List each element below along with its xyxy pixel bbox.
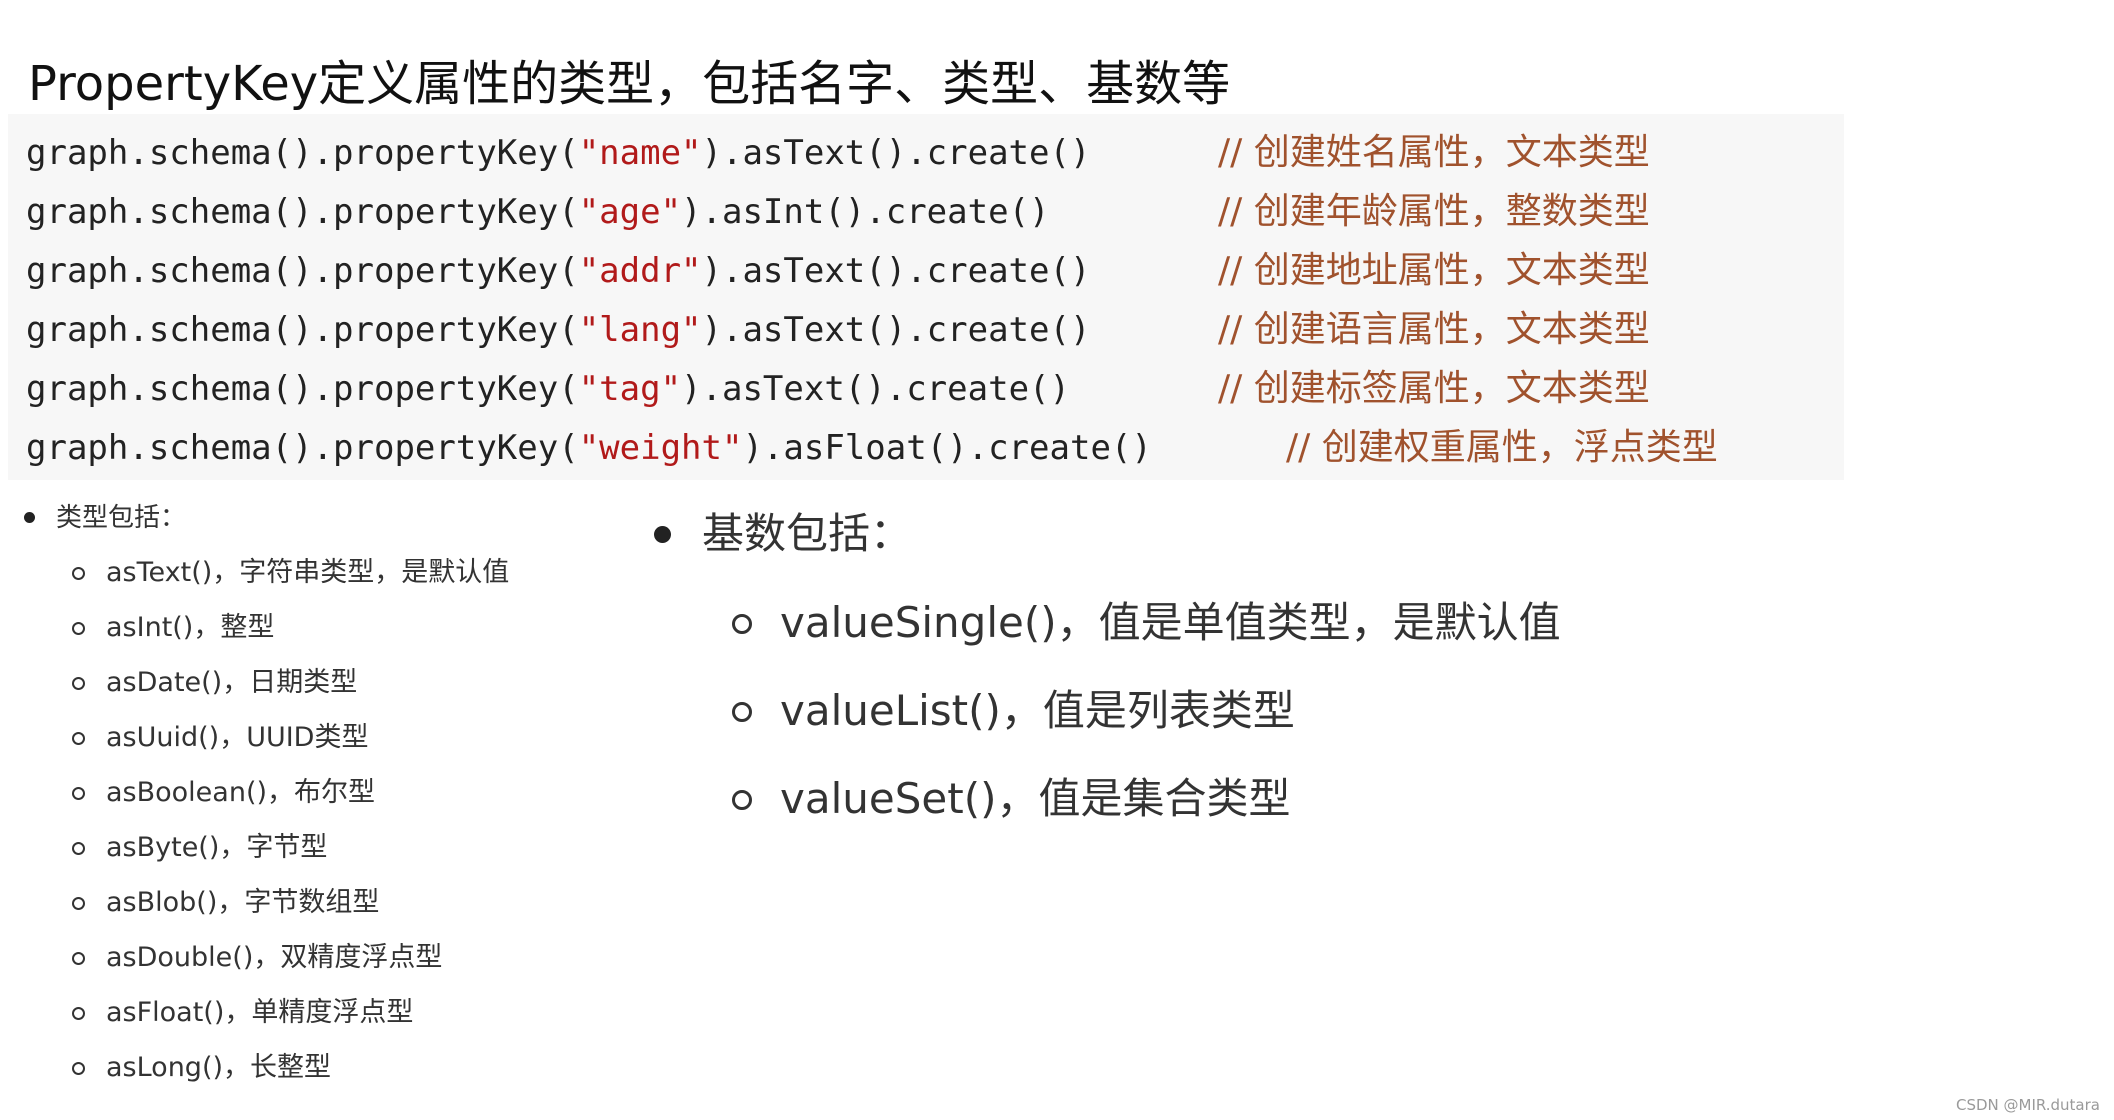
code-string: "weight": [578, 428, 743, 468]
circle-bullet-icon: [72, 567, 85, 580]
circle-bullet-icon: [72, 952, 85, 965]
list-item-label: valueSet()，值是集合类型: [780, 774, 1291, 823]
circle-bullet-icon: [72, 732, 85, 745]
list-item: asDouble()，双精度浮点型: [72, 936, 442, 980]
code-string: "name": [578, 133, 702, 173]
code-text: graph.schema().propertyKey(: [26, 369, 579, 409]
list-item-label: asDouble()，双精度浮点型: [106, 942, 443, 973]
code-text: ).asInt().create(): [681, 192, 1050, 232]
bullet-icon: [24, 512, 35, 523]
code-text: ).asText().create(): [701, 251, 1091, 291]
list-item: asInt()，整型: [72, 606, 274, 650]
code-comment: // 创建标签属性，文本类型: [1218, 368, 1650, 409]
page-title: PropertyKey定义属性的类型，包括名字、类型、基数等: [28, 56, 1231, 112]
list-item: asByte()，字节型: [72, 826, 327, 870]
code-comment: // 创建语言属性，文本类型: [1218, 309, 1650, 350]
code-comment: // 创建姓名属性，文本类型: [1218, 132, 1650, 173]
code-line: graph.schema().propertyKey("age").asInt(…: [26, 183, 1050, 241]
list-item: asDate()，日期类型: [72, 661, 357, 705]
list-item: valueSingle()，值是单值类型，是默认值: [732, 588, 1561, 658]
watermark: CSDN @MIR.dutara: [1955, 1096, 2100, 1114]
code-block: graph.schema().propertyKey("name").asTex…: [8, 114, 1844, 480]
code-text: graph.schema().propertyKey(: [26, 192, 579, 232]
list-item-label: asLong()，长整型: [106, 1052, 332, 1083]
code-text: ).asFloat().create(): [742, 428, 1152, 468]
code-comment: // 创建地址属性，文本类型: [1218, 250, 1650, 291]
code-string: "age": [578, 192, 682, 232]
circle-bullet-icon: [72, 787, 85, 800]
list-item-label: asBoolean()，布尔型: [106, 777, 376, 808]
list-item-label: asDate()，日期类型: [106, 667, 358, 698]
list-item-label: asUuid()，UUID类型: [106, 722, 369, 753]
code-text: ).asText().create(): [701, 310, 1091, 350]
circle-bullet-icon: [732, 790, 752, 810]
code-line: graph.schema().propertyKey("addr").asTex…: [26, 242, 1090, 300]
types-list: 类型包括： asText()，字符串类型，是默认值 asInt()，整型 asD…: [22, 496, 509, 1083]
list-item-label: asByte()，字节型: [106, 832, 328, 863]
types-header-label: 类型包括：: [56, 503, 187, 533]
circle-bullet-icon: [732, 614, 752, 634]
circle-bullet-icon: [72, 897, 85, 910]
list-item-label: asFloat()，单精度浮点型: [106, 997, 414, 1028]
list-item: asFloat()，单精度浮点型: [72, 991, 413, 1035]
circle-bullet-icon: [72, 677, 85, 690]
circle-bullet-icon: [72, 622, 85, 635]
circle-bullet-icon: [72, 1007, 85, 1020]
list-item-label: asInt()，整型: [106, 612, 275, 643]
list-item: asLong()，长整型: [72, 1046, 331, 1090]
code-text: graph.schema().propertyKey(: [26, 428, 579, 468]
list-item-label: valueSingle()，值是单值类型，是默认值: [780, 598, 1561, 647]
list-item-label: valueList()，值是列表类型: [780, 686, 1295, 735]
code-text: graph.schema().propertyKey(: [26, 133, 579, 173]
code-comment: // 创建年龄属性，整数类型: [1218, 191, 1650, 232]
cardinality-header: 基数包括：: [650, 500, 912, 568]
circle-bullet-icon: [72, 842, 85, 855]
code-line: graph.schema().propertyKey("weight").asF…: [26, 419, 1152, 477]
bullet-icon: [654, 526, 671, 543]
code-string: "tag": [578, 369, 682, 409]
circle-bullet-icon: [72, 1062, 85, 1075]
code-text: ).asText().create(): [681, 369, 1070, 409]
code-text: graph.schema().propertyKey(: [26, 310, 579, 350]
list-item: asBoolean()，布尔型: [72, 771, 375, 815]
code-line: graph.schema().propertyKey("lang").asTex…: [26, 301, 1090, 359]
list-item: asText()，字符串类型，是默认值: [72, 551, 509, 595]
code-string: "addr": [578, 251, 702, 291]
list-item: asUuid()，UUID类型: [72, 716, 368, 760]
cardinality-header-label: 基数包括：: [702, 509, 913, 558]
code-line: graph.schema().propertyKey("name").asTex…: [26, 124, 1090, 182]
code-text: ).asText().create(): [701, 133, 1091, 173]
code-text: graph.schema().propertyKey(: [26, 251, 579, 291]
list-item: valueSet()，值是集合类型: [732, 764, 1290, 834]
list-item: asBlob()，字节数组型: [72, 881, 379, 925]
circle-bullet-icon: [732, 702, 752, 722]
types-header: 类型包括：: [22, 496, 186, 540]
code-comment: // 创建权重属性，浮点类型: [1286, 427, 1718, 468]
list-item: valueList()，值是列表类型: [732, 676, 1295, 746]
list-item-label: asText()，字符串类型，是默认值: [106, 557, 510, 588]
code-string: "lang": [578, 310, 702, 350]
code-line: graph.schema().propertyKey("tag").asText…: [26, 360, 1070, 418]
list-item-label: asBlob()，字节数组型: [106, 887, 380, 918]
